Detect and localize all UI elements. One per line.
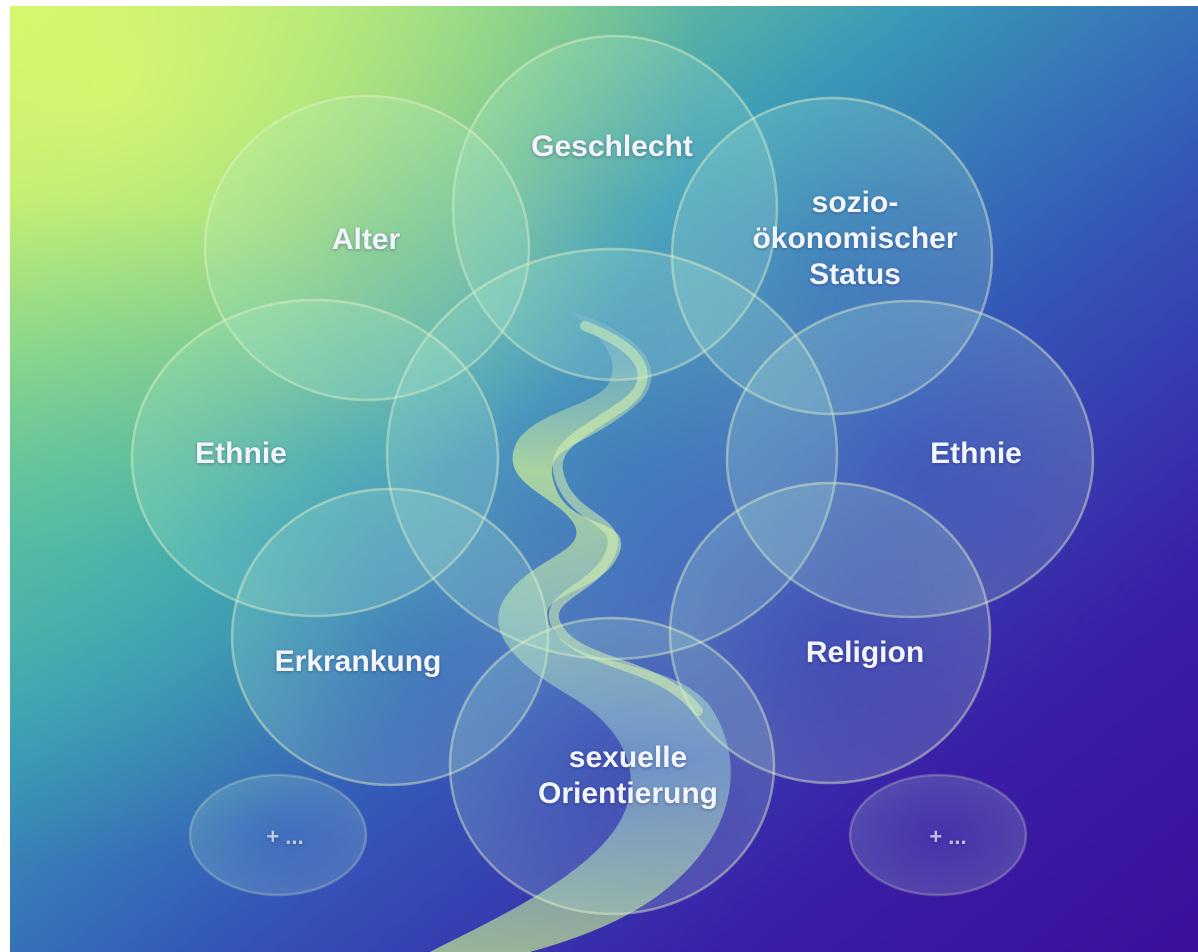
- circle-more-left: [188, 773, 368, 897]
- circles: [130, 34, 1095, 916]
- diagram-frame: Geschlecht Alter sozio- ökonomischer Sta…: [10, 6, 1198, 952]
- label-more-right: + ...: [929, 823, 967, 849]
- label-geschlecht: Geschlecht: [531, 130, 693, 163]
- label-religion: Religion: [805, 636, 925, 669]
- label-ethnie-right: Ethnie: [930, 437, 1022, 470]
- label-alter: Alter: [331, 223, 401, 256]
- label-more-left: + ...: [266, 823, 304, 849]
- circle-more-right: [848, 773, 1028, 897]
- label-sozio-oekonomischer-status: sozio- ökonomischer Status: [752, 186, 958, 291]
- label-ethnie-left: Ethnie: [195, 437, 287, 470]
- label-sexuelle-orientierung: sexuelle Orientierung: [537, 741, 719, 810]
- diagram-canvas: [10, 6, 1198, 952]
- label-erkrankung: Erkrankung: [274, 645, 442, 678]
- circle-sexuelle-orientierung: [448, 616, 776, 916]
